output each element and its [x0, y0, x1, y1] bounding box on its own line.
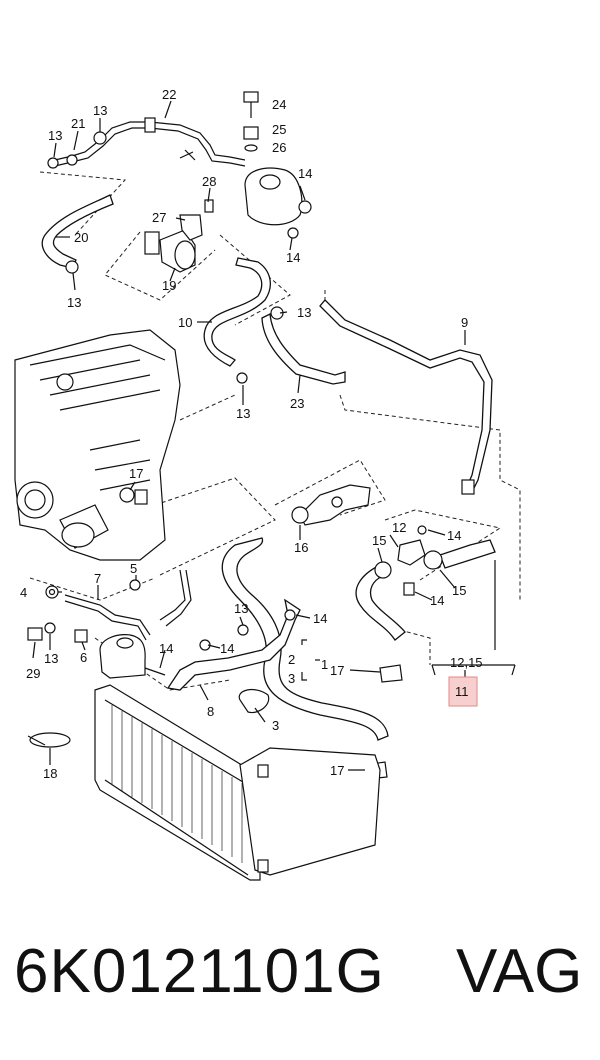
thermostat-housing: [144, 199, 214, 273]
callout-7: 7: [94, 571, 101, 586]
callout-15a: 15: [372, 533, 386, 548]
callout-13d: 13: [297, 305, 311, 320]
callout-13b: 13: [48, 128, 62, 143]
small-parts-left: [27, 569, 192, 643]
reservoir: [99, 634, 166, 679]
engine-block: [14, 329, 181, 561]
callout-6: 6: [80, 650, 87, 665]
callout-12: 12: [392, 520, 406, 535]
callout-11: 11: [455, 684, 469, 699]
callout-1: 1: [321, 657, 328, 672]
callout-27: 27: [152, 210, 166, 225]
callout-16: 16: [294, 540, 308, 555]
callout-21: 21: [71, 116, 85, 131]
cooling-system-exploded-diagram: 1 2 3 3 4 5 6 7 8 9 10 11 12 12,15 13 13…: [14, 87, 521, 881]
callout-10: 10: [178, 315, 192, 330]
brand-name: VAG: [456, 937, 583, 1006]
expansion-tank-top: [243, 91, 312, 239]
callout-29: 29: [26, 666, 40, 681]
callout-14b: 14: [286, 250, 300, 265]
callout-14e: 14: [313, 611, 327, 626]
callout-13g: 13: [44, 651, 58, 666]
callout-3: 3: [288, 671, 295, 686]
clamp-18: [27, 732, 71, 748]
group-outlines: [29, 171, 521, 691]
highlight-box-11: [448, 676, 478, 707]
coolant-pipes-center: [119, 484, 371, 526]
callout-26: 26: [272, 140, 286, 155]
callout-labels: 1 2 3 3 4 5 6 7 8 9 10 11 12 12,15 13 13…: [20, 87, 483, 781]
radiator: [94, 684, 381, 881]
callout-25: 25: [272, 122, 286, 137]
callout-14d: 14: [430, 593, 444, 608]
callout-28: 28: [202, 174, 216, 189]
leader-lines: [32, 100, 466, 771]
callout-20: 20: [74, 230, 88, 245]
callout-13a: 13: [93, 103, 107, 118]
callout-24: 24: [272, 97, 286, 112]
callout-8: 8: [207, 704, 214, 719]
callout-14g: 14: [220, 641, 234, 656]
callout-14f: 14: [159, 641, 173, 656]
callout-9: 9: [461, 315, 468, 330]
callout-14c: 14: [447, 528, 461, 543]
callout-12-15: 12,15: [450, 655, 483, 670]
callout-23: 23: [290, 396, 304, 411]
callout-17c: 17: [330, 763, 344, 778]
callout-15b: 15: [452, 583, 466, 598]
callout-4: 4: [20, 585, 27, 600]
callout-22: 22: [162, 87, 176, 102]
callout-13c: 13: [67, 295, 81, 310]
callout-3b: 3: [272, 718, 279, 733]
hose-20-22: [41, 117, 246, 274]
part-number: 6K0121101G: [14, 937, 385, 1006]
callout-13f: 13: [234, 601, 248, 616]
callout-14a: 14: [298, 166, 312, 181]
callout-17a: 17: [129, 466, 143, 481]
callout-5: 5: [130, 561, 137, 576]
callout-17b: 17: [330, 663, 344, 678]
lower-hoses: [166, 525, 496, 780]
hoses-9-10-23: [203, 257, 493, 495]
callout-13e: 13: [236, 406, 250, 421]
callout-2: 2: [288, 652, 295, 667]
callout-18: 18: [43, 766, 57, 781]
callout-19: 19: [162, 278, 176, 293]
